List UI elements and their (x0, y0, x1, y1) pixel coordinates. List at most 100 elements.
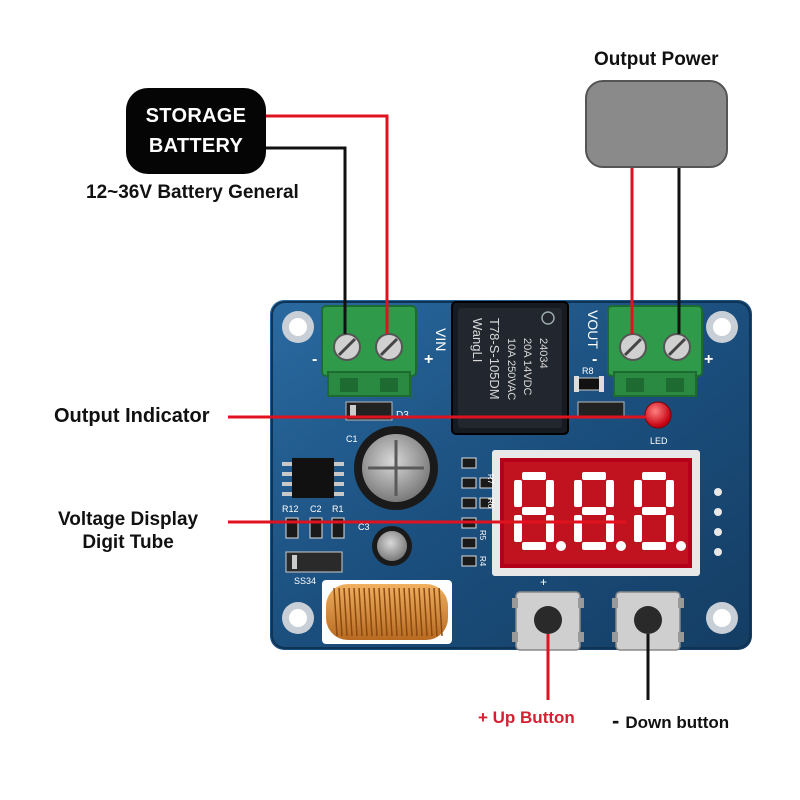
r7-label: R7 (486, 474, 495, 485)
decimal-point (676, 541, 686, 551)
coil-winding (338, 587, 343, 637)
output-terminal-block (607, 305, 703, 397)
coil-winding (413, 587, 418, 637)
capacitor-c3 (372, 526, 412, 566)
coil-winding (343, 587, 348, 637)
coil-winding (438, 587, 443, 637)
up-button-label: + Up Button (478, 708, 575, 727)
r4-label: R4 (478, 556, 487, 567)
relay-code: 24034 (537, 338, 549, 369)
coil-winding (403, 587, 408, 637)
in-plus: + (424, 351, 433, 368)
coil-winding (388, 587, 393, 637)
coil-winding (393, 587, 398, 637)
segment (634, 480, 642, 507)
capacitor-c1 (354, 426, 438, 510)
header-pins (714, 488, 722, 556)
storage-label: STORAGE (145, 105, 247, 127)
coil-winding (398, 587, 403, 637)
down-minus-sign: - (612, 708, 620, 733)
down-push-button[interactable] (612, 591, 684, 651)
wires (266, 114, 681, 334)
battery-positive-wire (266, 114, 389, 334)
mounting-holes (282, 311, 738, 634)
r8-label: R8 (582, 366, 594, 376)
segment (642, 542, 666, 550)
segment (546, 480, 554, 507)
relay-rating-1: 10A 250VAC (505, 338, 517, 400)
segment (522, 507, 546, 515)
relay (451, 301, 569, 435)
segment (514, 480, 522, 507)
voltage-display-line2: Digit Tube (82, 532, 174, 553)
relay-rating-2: 20A 14VDC (521, 338, 533, 396)
coil-winding (408, 587, 413, 637)
segment (546, 515, 554, 542)
segment (574, 515, 582, 542)
down-button-label: -Down button (612, 708, 729, 734)
vout-label: VOUT (585, 310, 601, 349)
output-led (644, 401, 672, 429)
down-button-text: Down button (625, 713, 730, 732)
segment (666, 480, 674, 507)
coil-winding (428, 587, 433, 637)
segment (642, 472, 666, 480)
r1-label: R1 (332, 504, 344, 514)
decimal-point (556, 541, 566, 551)
output-power-box (585, 80, 728, 168)
r12-label: R12 (282, 504, 299, 514)
ss34-label: SS34 (294, 576, 316, 586)
segment (582, 472, 606, 480)
in-minus: - (312, 351, 317, 368)
coil-winding (373, 587, 378, 637)
coil-winding (363, 587, 368, 637)
out-minus: - (592, 351, 597, 368)
vin-label: VIN (433, 328, 449, 351)
relay-brand: WangLI (470, 318, 485, 362)
relay-text: WangLI T78-S-105DM 10A 250VAC 20A 14VDC … (470, 318, 549, 400)
c1-label: C1 (346, 434, 358, 444)
coil-winding (368, 587, 373, 637)
c3-label: C3 (358, 522, 370, 532)
segment (582, 507, 606, 515)
relay-model: T78-S-105DM (487, 318, 502, 400)
coil-winding (383, 587, 388, 637)
coil-winding (378, 587, 383, 637)
display-plus: + (540, 575, 547, 589)
voltage-display-line1: Voltage Display (58, 509, 199, 530)
up-push-button[interactable] (512, 591, 584, 651)
segment (642, 507, 666, 515)
segment (522, 472, 546, 480)
seven-segment-display (492, 450, 700, 576)
segment (634, 515, 642, 542)
segment (582, 542, 606, 550)
out-plus: + (704, 351, 713, 368)
coil-winding (353, 587, 358, 637)
segment (514, 515, 522, 542)
silkscreen-text: VIN VOUT - + - + D3 R8 LED C1 C3 R12 C2 … (282, 310, 713, 589)
battery-negative-wire (266, 146, 347, 334)
led-label: LED (650, 436, 668, 446)
voltage-display-label: Voltage Display Digit Tube (58, 508, 198, 554)
output-indicator-label: Output Indicator (54, 405, 210, 427)
coil-winding (348, 587, 353, 637)
coil-winding (423, 587, 428, 637)
output-power-label: Output Power (594, 49, 719, 70)
segment (574, 480, 582, 507)
coil-winding (418, 587, 423, 637)
coil-winding (433, 587, 438, 637)
decimal-point (616, 541, 626, 551)
r6-label: R6 (486, 498, 495, 509)
storage-battery-box: STORAGE BATTERY (126, 88, 266, 174)
segment (606, 515, 614, 542)
input-terminal-block (321, 305, 417, 397)
battery-label: BATTERY (148, 135, 244, 157)
segment (666, 515, 674, 542)
callout-lines (228, 415, 650, 700)
inductor-coil (322, 580, 452, 644)
battery-general-label: 12~36V Battery General (86, 182, 299, 203)
c2-label: C2 (310, 504, 322, 514)
coil-winding (358, 587, 363, 637)
